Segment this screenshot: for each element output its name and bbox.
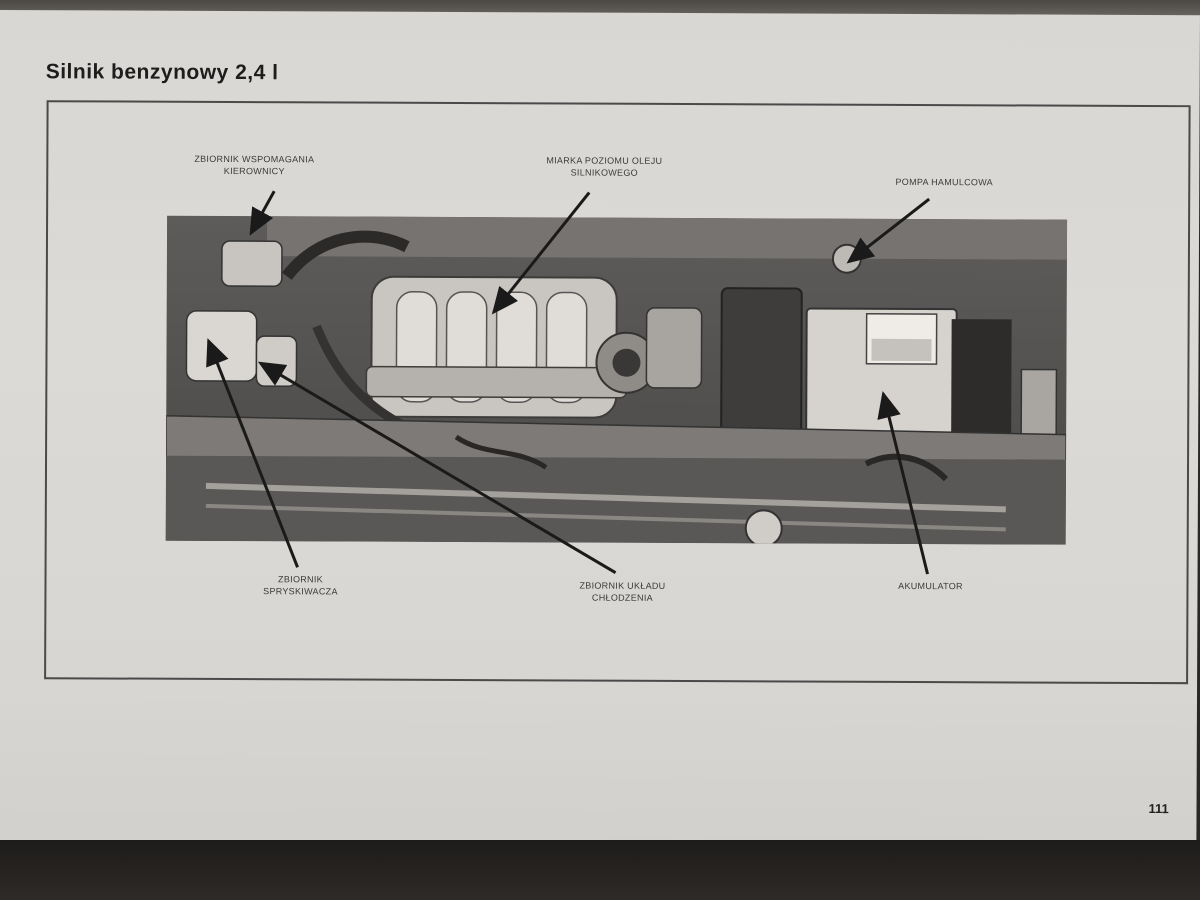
page-number: 111: [1148, 801, 1169, 817]
arrow-oil-dipstick: [491, 191, 591, 315]
background-bottom: [0, 840, 1200, 900]
intake-manifold: [365, 275, 628, 419]
arrow-battery: [877, 390, 930, 575]
arrow-coolant-reservoir: [257, 361, 617, 574]
arrow-brake-pump: [846, 197, 931, 264]
callout-arrows: [206, 190, 931, 575]
arrow-steering-reservoir: [249, 190, 276, 236]
arrow-washer-reservoir: [206, 338, 299, 568]
manual-page: Silnik benzynowy 2,4 l: [0, 10, 1200, 856]
engine-bay-illustration: [165, 215, 1068, 545]
